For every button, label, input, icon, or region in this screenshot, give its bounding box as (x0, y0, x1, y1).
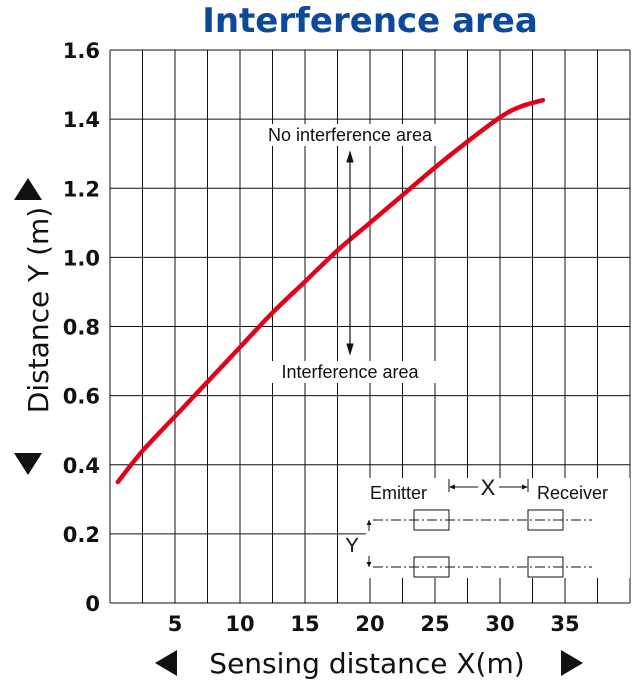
y-tick-label: 0.2 (63, 523, 100, 547)
emitter-label: Emitter (370, 483, 427, 503)
x-distance-label: X (481, 475, 496, 500)
y-axis-label-group: Distance Y (m) (22, 207, 55, 413)
x-axis-left-arrow-icon (155, 650, 177, 676)
y-tick-labels: 0 0.2 0.4 0.6 0.8 1.0 1.2 1.4 1.6 (63, 39, 100, 616)
x-tick-label: 25 (420, 612, 449, 636)
y-tick-label: 1.6 (63, 39, 100, 63)
x-axis-label: Sensing distance X(m) (209, 647, 524, 680)
lower-annotation: Interference area (281, 362, 419, 382)
x-tick-label: 35 (550, 612, 579, 636)
lower-annotation-bg (264, 361, 436, 383)
sensor-inset: Emitter Receiver X Y (345, 475, 630, 578)
y-axis-up-arrow-icon (14, 178, 42, 200)
y-tick-label: 0.6 (63, 385, 100, 409)
upper-annotation-bg (248, 124, 453, 146)
y-tick-label: 1.4 (63, 108, 100, 132)
y-tick-label: 1.0 (63, 246, 100, 270)
x-tick-labels: 5 10 15 20 25 30 35 (168, 612, 580, 636)
x-tick-label: 30 (485, 612, 514, 636)
y-axis-label: Distance Y (m) (22, 207, 55, 413)
receiver-label: Receiver (537, 483, 608, 503)
x-tick-label: 20 (355, 612, 384, 636)
y-distance-label: Y (345, 535, 358, 557)
y-tick-label: 0.8 (63, 316, 100, 340)
y-tick-label: 1.2 (63, 177, 100, 201)
chart-title: Interference area (202, 1, 538, 41)
y-tick-label: 0.4 (63, 454, 100, 478)
interference-curve (115, 97, 546, 485)
y-axis-down-arrow-icon (14, 453, 42, 475)
x-tick-label: 15 (290, 612, 319, 636)
x-tick-label: 10 (225, 612, 254, 636)
x-tick-label: 5 (168, 612, 183, 636)
updown-arrow (346, 150, 354, 356)
y-tick-label: 0 (85, 592, 100, 616)
x-axis-right-arrow-icon (561, 650, 583, 676)
upper-annotation: No interference area (268, 125, 433, 145)
